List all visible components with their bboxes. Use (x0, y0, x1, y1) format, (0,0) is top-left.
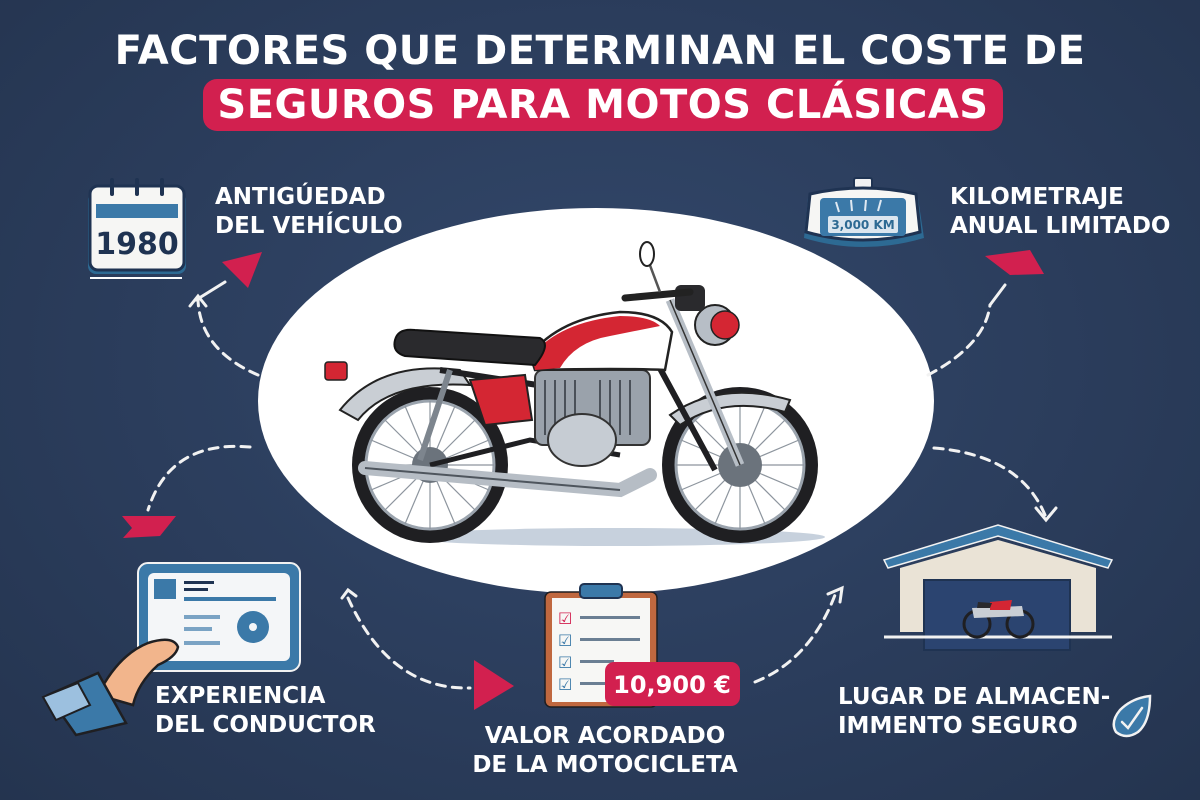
svg-text:☑: ☑ (558, 609, 572, 628)
motorcycle-icon (324, 241, 818, 543)
red-arrowhead-4 (474, 660, 514, 710)
red-arrowhead-3 (122, 516, 176, 538)
factor-experiencia-label: EXPERIENCIA DEL CONDUCTOR (155, 682, 376, 740)
svg-text:☑: ☑ (558, 631, 572, 650)
title-banner: SEGUROS PARA MOTOS CLÁSICAS (203, 79, 1003, 131)
svg-text:3,000 KM: 3,000 KM (831, 218, 894, 232)
factor-antiguedad-line1: ANTIGÚEDAD (215, 184, 386, 210)
factor-valor-line1: VALOR ACORDADO (484, 723, 726, 749)
factor-experiencia-line1: EXPERIENCIA (155, 683, 326, 709)
red-arrowhead-2 (985, 250, 1044, 275)
shield-check-icon (1112, 694, 1152, 738)
factor-kilometraje-label: KILOMETRAJE ANUAL LIMITADO (950, 183, 1171, 241)
page-title-line2: SEGUROS PARA MOTOS CLÁSICAS (217, 82, 989, 128)
factor-experiencia-line2: DEL CONDUCTOR (155, 712, 376, 738)
factor-almacenamiento-line1: LUGAR DE ALMACEN- (838, 684, 1111, 710)
driver-license-icon (41, 562, 301, 737)
factor-kilometraje-line1: KILOMETRAJE (950, 184, 1124, 210)
factor-kilometraje-line2: ANUAL LIMITADO (950, 213, 1171, 239)
calendar-icon: 1980 (88, 178, 186, 279)
clipboard-checklist-icon: ☑ ☑ ☑ ☑ 10,900 € (544, 583, 740, 708)
factor-antiguedad-label: ANTIGÚEDAD DEL VEHÍCULO (215, 183, 403, 241)
svg-text:1980: 1980 (95, 227, 179, 262)
factor-valor-line2: DE LA MOTOCICLETA (472, 752, 738, 778)
factor-almacenamiento-line2: IMMENTO SEGURO (838, 713, 1078, 739)
svg-text:10,900 €: 10,900 € (613, 671, 731, 699)
factor-antiguedad-line2: DEL VEHÍCULO (215, 213, 403, 239)
red-arrowhead-1 (222, 252, 262, 288)
factor-almacenamiento-label: LUGAR DE ALMACEN- IMMENTO SEGURO (838, 683, 1110, 741)
odometer-icon: 3,000 KM (804, 177, 924, 247)
svg-text:☑: ☑ (558, 675, 572, 694)
factor-valor-label: VALOR ACORDADO DE LA MOTOCICLETA (470, 722, 740, 780)
garage-icon (882, 524, 1114, 651)
page-title-line1: FACTORES QUE DETERMINAN EL COSTE DE (114, 28, 1086, 74)
svg-text:☑: ☑ (558, 653, 572, 672)
